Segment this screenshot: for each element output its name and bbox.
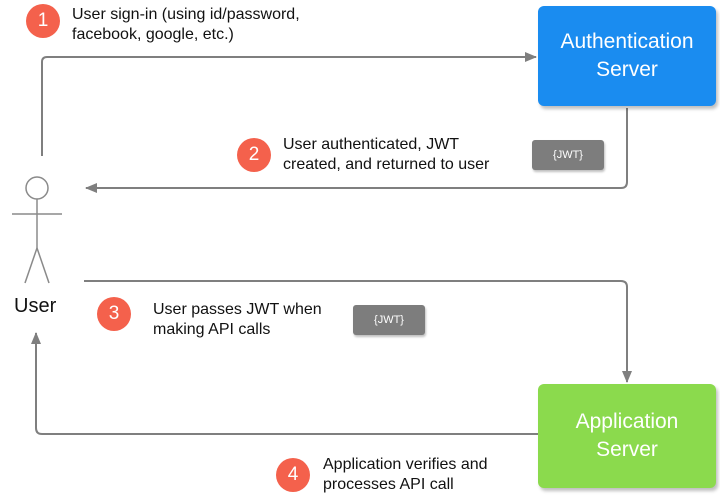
application-server-box: Application Server xyxy=(538,384,716,488)
app-server-label-line2: Server xyxy=(596,438,658,461)
step-4-badge: 4 xyxy=(276,458,310,492)
user-actor-icon xyxy=(12,176,62,284)
step-3-badge: 3 xyxy=(97,297,131,331)
jwt-token-sent: {JWT} xyxy=(353,305,425,335)
step-3-text: User passes JWT when making API calls xyxy=(153,301,322,338)
auth-server-label-line1: Authentication xyxy=(560,30,694,53)
auth-server-label-line2: Server xyxy=(596,58,658,81)
step-2-badge: 2 xyxy=(237,138,271,172)
step-4-text: Application verifies and processes API c… xyxy=(323,456,488,493)
arrow-sign-in xyxy=(41,52,537,156)
step-2-text: User authenticated, JWT created, and ret… xyxy=(283,136,490,173)
arrow-api-response xyxy=(31,332,538,435)
app-server-label-line1: Application xyxy=(575,410,679,433)
authentication-server-box: Authentication Server xyxy=(538,6,716,106)
step-1-text: User sign-in (using id/password, faceboo… xyxy=(72,6,300,43)
arrow-jwt-returned xyxy=(85,108,628,193)
step-1-badge: 1 xyxy=(26,4,60,38)
jwt-token-returned: {JWT} xyxy=(532,140,604,170)
user-label: User xyxy=(14,295,57,317)
arrow-api-call xyxy=(84,280,632,383)
